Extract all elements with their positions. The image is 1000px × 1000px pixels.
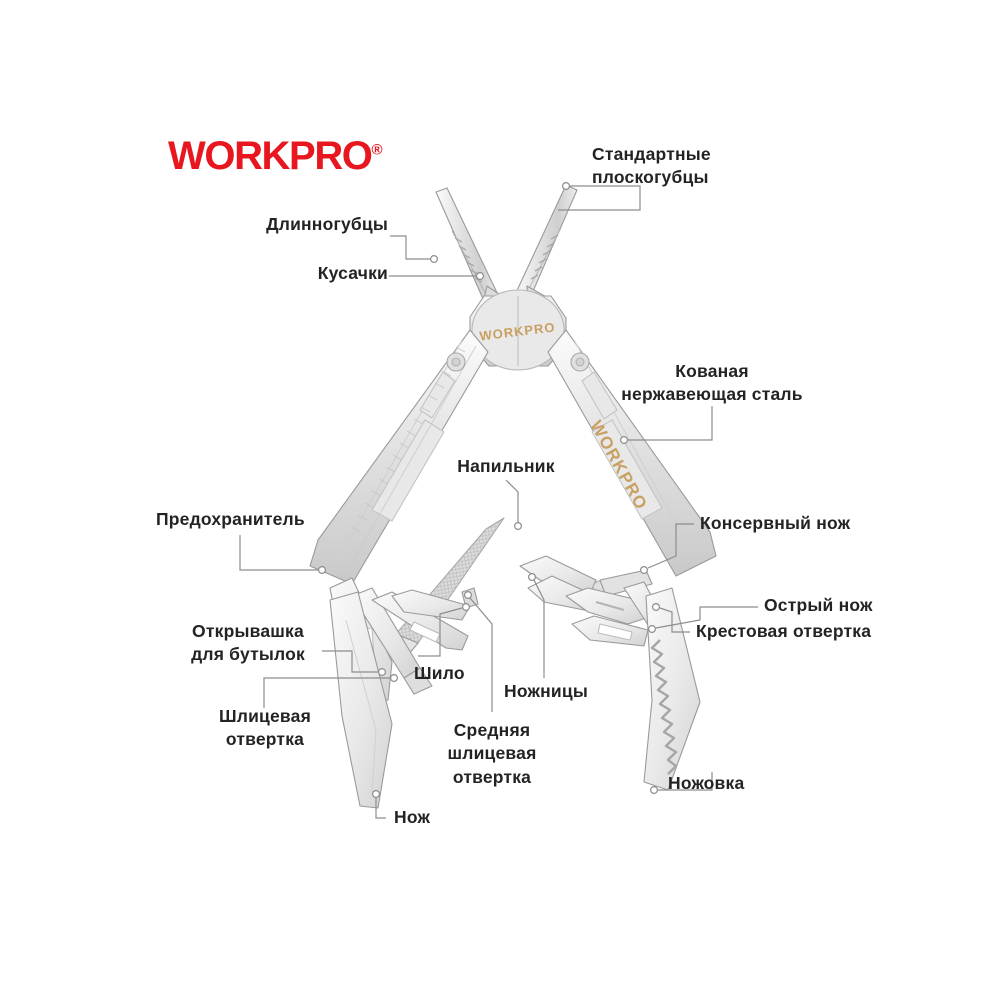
callout-phillips-screwdriver: Крестовая отвертка	[696, 621, 872, 641]
callout-flat-screwdriver: Шлицевая отвертка	[218, 706, 312, 750]
callout-scissors: Ножницы	[504, 681, 588, 701]
callout-wire-cutters: Кусачки	[317, 263, 388, 283]
callout-awl: Шило	[414, 663, 465, 683]
callout-file: Напильник	[457, 456, 555, 476]
callout-knife: Нож	[394, 807, 431, 827]
callout-saw: Ножовка	[668, 773, 745, 793]
workpro-logo-text: WORKPRO	[168, 134, 373, 178]
workpro-logo: WORKPRO®	[168, 136, 383, 176]
callout-bottle-opener: Открывашка для бутылок	[191, 621, 305, 665]
callout-long-nose-pliers: Длинногубцы	[266, 214, 388, 234]
registered-trademark-icon: ®	[371, 141, 383, 159]
callout-medium-flat-screwdriver: Средняя шлицевая отвертка	[447, 720, 537, 787]
callout-forged-stainless-steel: Кованая нержавеющая сталь	[621, 361, 803, 405]
callout-standard-pliers: Стандартные плоскогубцы	[592, 144, 711, 188]
callout-sharp-knife: Острый нож	[764, 595, 873, 615]
leader-lines	[239, 182, 758, 819]
callout-safety-lock: Предохранитель	[156, 509, 305, 529]
callout-can-opener: Консервный нож	[700, 513, 851, 533]
